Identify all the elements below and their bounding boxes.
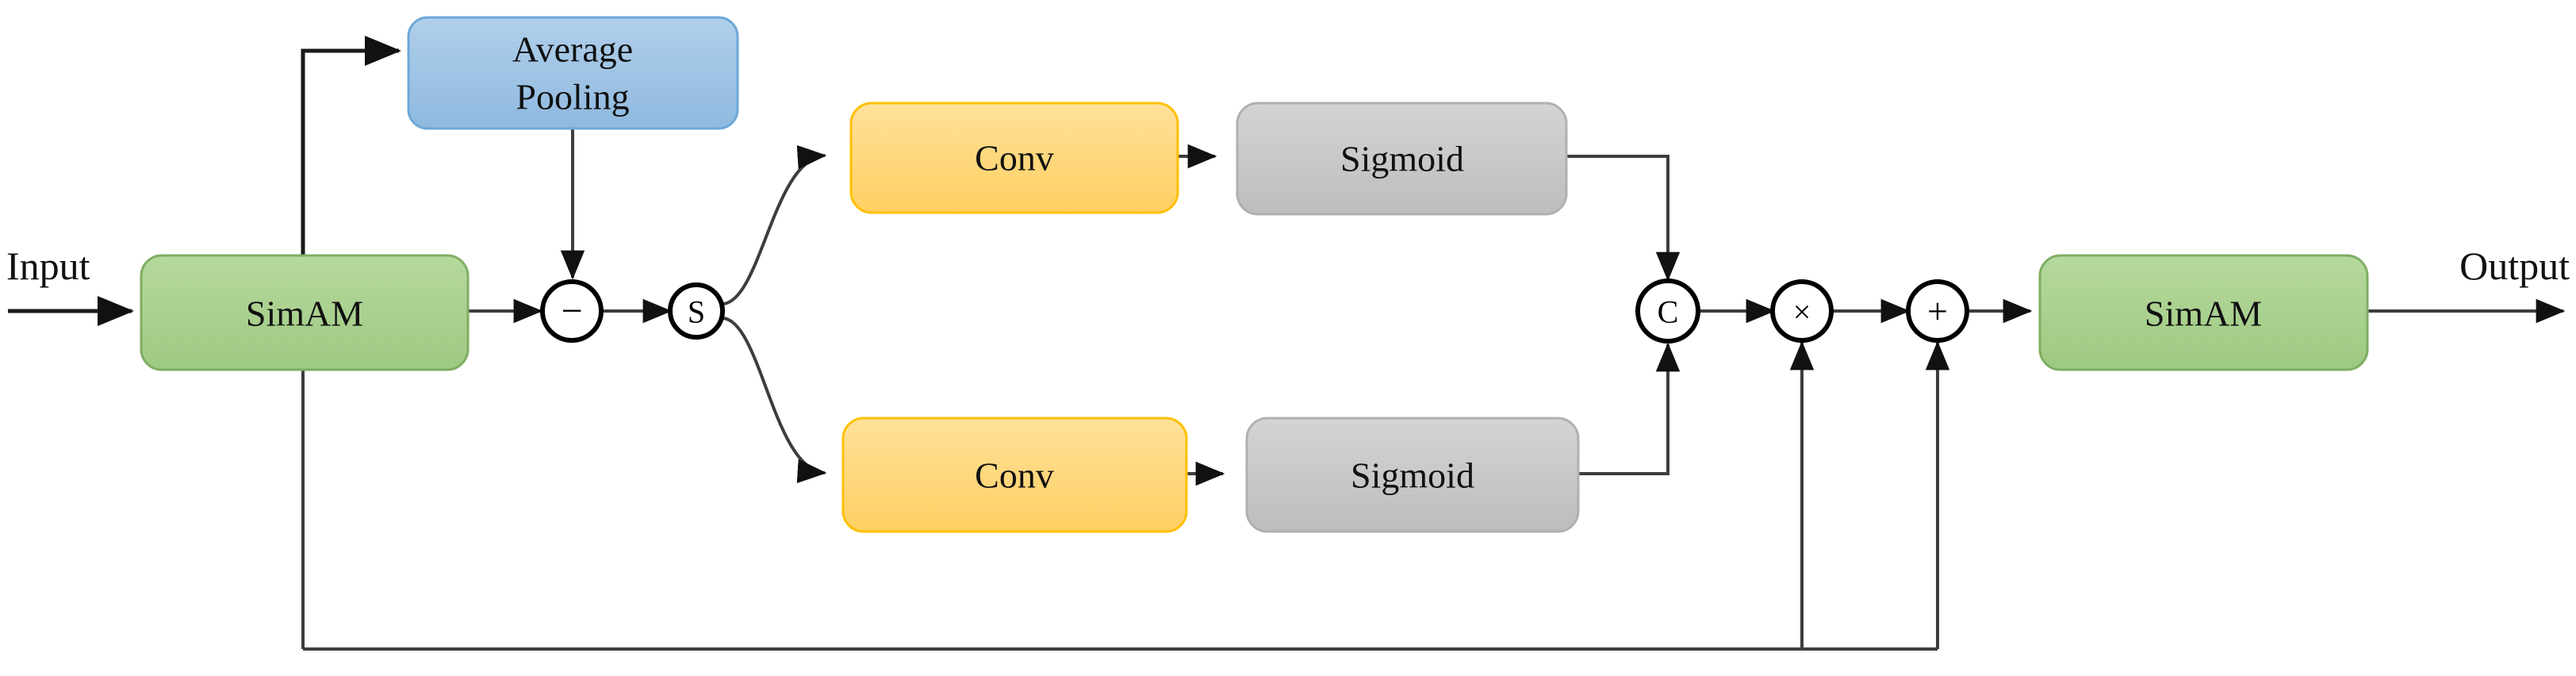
operator-add-glyph: + bbox=[1927, 291, 1948, 332]
operator-subtract[interactable]: − bbox=[540, 279, 604, 343]
operator-add-circle[interactable] bbox=[1906, 279, 1969, 343]
node-conv-top-label: Conv bbox=[975, 138, 1054, 179]
node-conv-top[interactable]: Conv bbox=[849, 102, 1179, 214]
edge-sigmoid-bottom-to-concat bbox=[1578, 342, 1681, 475]
node-simam-input-label: SimAM bbox=[246, 294, 363, 334]
node-simam-output[interactable]: SimAM bbox=[2038, 254, 2369, 371]
node-conv-bottom[interactable]: Conv bbox=[841, 417, 1188, 533]
node-sigmoid-bottom[interactable]: Sigmoid bbox=[1245, 417, 1580, 533]
node-conv-bottom-box[interactable] bbox=[841, 417, 1188, 533]
node-conv-top-box[interactable] bbox=[849, 102, 1179, 214]
operator-subtract-circle[interactable] bbox=[540, 279, 604, 343]
operator-multiply-glyph: × bbox=[1793, 294, 1811, 330]
node-simam-output-label: SimAM bbox=[2145, 294, 2262, 334]
node-average-pooling[interactable]: Average Pooling bbox=[407, 16, 739, 130]
operator-subtract-glyph: − bbox=[561, 290, 582, 332]
operator-concat[interactable]: C bbox=[1635, 278, 1700, 344]
node-sigmoid-bottom-label: Sigmoid bbox=[1351, 455, 1474, 496]
node-conv-bottom-label: Conv bbox=[975, 455, 1054, 496]
node-sigmoid-top-box[interactable] bbox=[1236, 102, 1568, 216]
operator-multiply[interactable]: × bbox=[1770, 279, 1834, 343]
node-average-pooling-label-line1: Average bbox=[512, 29, 633, 70]
output-label: Output bbox=[2459, 244, 2570, 288]
operator-concat-glyph: C bbox=[1658, 294, 1679, 330]
node-average-pooling-label-line2: Pooling bbox=[516, 77, 629, 117]
node-simam-input[interactable]: SimAM bbox=[140, 254, 470, 371]
edge-simam-to-avgpool bbox=[301, 36, 401, 255]
edge-sigmoid-top-to-concat bbox=[1566, 155, 1681, 282]
operator-split-glyph: S bbox=[688, 294, 705, 330]
node-sigmoid-top-label: Sigmoid bbox=[1340, 139, 1464, 179]
operator-add[interactable]: + bbox=[1906, 279, 1969, 343]
node-average-pooling-box[interactable] bbox=[407, 16, 739, 130]
node-sigmoid-bottom-box[interactable] bbox=[1245, 417, 1580, 533]
input-label: Input bbox=[6, 244, 90, 288]
node-simam-input-box[interactable] bbox=[140, 254, 470, 371]
operator-concat-circle[interactable] bbox=[1635, 278, 1700, 344]
node-sigmoid-top[interactable]: Sigmoid bbox=[1236, 102, 1568, 216]
operator-split[interactable]: S bbox=[668, 282, 725, 340]
edge-split-to-conv-top bbox=[723, 145, 827, 305]
edge-split-to-conv-bottom bbox=[723, 317, 827, 483]
operator-multiply-circle[interactable] bbox=[1770, 279, 1834, 343]
node-simam-output-box[interactable] bbox=[2038, 254, 2369, 371]
operator-split-circle[interactable] bbox=[668, 282, 725, 340]
